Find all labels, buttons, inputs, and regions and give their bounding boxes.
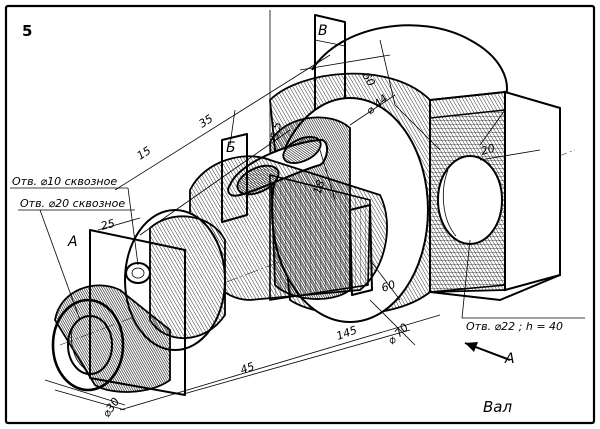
section-label-v: В [318,23,328,39]
hole-10 [125,262,151,284]
flange-block [311,14,561,302]
dim-60-top: 60 [359,70,377,89]
dimension-lines [10,10,585,411]
hole-22 [437,155,503,245]
part-title: Вал [483,398,512,416]
dim-35: 35 [197,112,216,131]
dim-18: 18 [311,178,328,196]
front-tube [51,284,171,393]
callout-hole-22: Отв. ⌀22 ; h = 40 [466,320,563,333]
dim-45: 45 [239,360,257,377]
callout-hole-20: Отв. ⌀20 сквозное [20,197,125,210]
sheet-frame [4,4,596,425]
dim-25: 25 [99,217,116,233]
callout-hole-10: Отв. ⌀10 сквозное [12,175,117,188]
dim-dia-30: ⌀30 [100,395,122,419]
section-label-a: А [67,234,78,250]
dim-20: 20 [479,142,496,158]
dim-5-5: 5,5 [268,121,284,140]
sheet-number: 5 [22,22,32,40]
dim-60-mid: 60 [380,278,398,295]
bore-20 [67,315,113,375]
dim-15: 15 [135,144,154,163]
view-arrow [464,342,511,361]
section-label-b: Б [226,140,236,156]
view-arrow-label: А [504,351,515,367]
